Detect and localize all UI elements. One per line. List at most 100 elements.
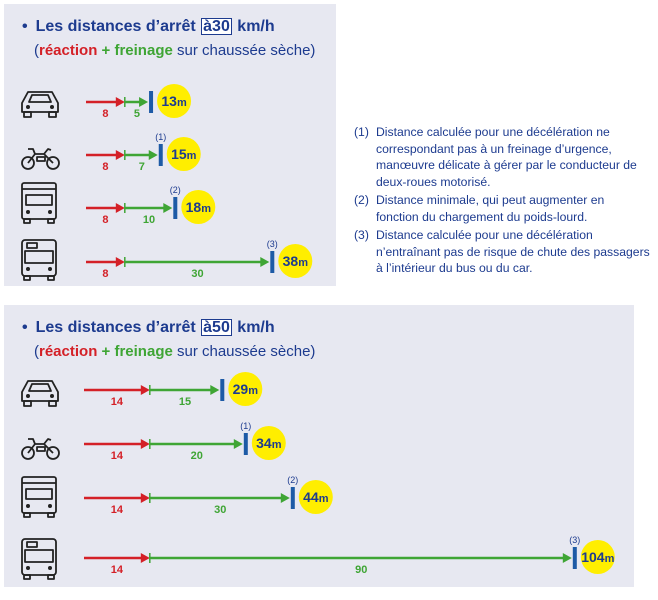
bus-icon <box>21 239 57 281</box>
note-marker: (2) <box>287 475 298 485</box>
row-motorbike: 14 20 (1) 34m <box>21 421 286 462</box>
footnote-number: (2) <box>354 193 369 207</box>
row-car: 14 15 29m <box>21 372 263 408</box>
subtitle-rest: sur chaussée sèche) <box>172 343 316 360</box>
total-value: 104m <box>581 549 614 565</box>
total-value: 29m <box>233 381 259 397</box>
title-prefix: Les distances d’arrêt <box>35 18 196 35</box>
note-marker: (1) <box>240 421 251 431</box>
braking-value: 30 <box>191 268 203 280</box>
plus-word: + <box>97 343 115 360</box>
braking-arrowhead <box>562 553 572 563</box>
panel-subtitle: (réaction + freinage sur chaussée sèche) <box>34 343 315 360</box>
reaction-value: 14 <box>111 504 124 516</box>
car-icon <box>21 91 59 118</box>
truck-icon <box>21 476 57 518</box>
note-marker: (2) <box>170 185 181 195</box>
reaction-arrowhead <box>140 385 150 395</box>
footnote-2: (2) Distance minimale, qui peut augmenter… <box>354 192 650 225</box>
footnote-3: (3) Distance calculée pour une décélérati… <box>354 227 650 277</box>
stop-barrier <box>572 547 577 569</box>
reaction-value: 14 <box>111 396 124 408</box>
reaction-word: réaction <box>39 343 98 360</box>
plus-word: + <box>97 42 115 59</box>
braking-value: 20 <box>191 450 203 462</box>
total-value: 13m <box>161 93 187 109</box>
reaction-value: 8 <box>102 108 108 120</box>
speed-value: 50 <box>212 319 230 336</box>
stop-barrier <box>270 251 275 273</box>
braking-value: 15 <box>179 396 191 408</box>
reaction-value: 8 <box>102 161 108 173</box>
reaction-arrowhead <box>140 439 150 449</box>
reaction-arrowhead <box>115 203 125 213</box>
braking-value: 10 <box>143 214 155 226</box>
footnote-text: Distance calculée pour une décélération … <box>376 228 650 275</box>
truck-icon <box>21 182 57 224</box>
reaction-arrowhead <box>140 493 150 503</box>
row-car: 8 5 13m <box>21 84 192 120</box>
total-value: 15m <box>171 146 197 162</box>
row-truck: 8 10 (2) 18m <box>21 182 216 226</box>
total-value: 34m <box>256 435 282 451</box>
speed-value: 30 <box>212 18 230 35</box>
stop-barrier <box>149 91 154 113</box>
total-bubble <box>157 84 192 118</box>
total-bubble <box>228 372 263 406</box>
total-bubble <box>298 480 333 514</box>
braking-arrowhead <box>163 203 173 213</box>
braking-word: freinage <box>114 343 173 360</box>
footnote-text: Distance minimale, qui peut augmenter en… <box>376 193 605 224</box>
footnote-text: Distance calculée pour une décélération … <box>376 125 637 189</box>
total-bubble <box>251 426 286 460</box>
braking-value: 30 <box>214 504 226 516</box>
speed-a: à <box>203 319 213 336</box>
braking-arrowhead <box>280 493 290 503</box>
footnote-number: (1) <box>354 125 369 139</box>
title-bullet: • <box>22 319 28 336</box>
panel-subtitle: (réaction + freinage sur chaussée sèche) <box>34 42 315 59</box>
total-bubble <box>278 244 313 278</box>
braking-value: 90 <box>355 564 367 576</box>
braking-word: freinage <box>114 42 173 59</box>
reaction-value: 8 <box>102 214 108 226</box>
note-marker: (3) <box>569 535 580 545</box>
panel-30kmh: •Les distances d’arrêt à30 km/h (réactio… <box>4 4 336 286</box>
panel-title: •Les distances d’arrêt à50 km/h <box>22 319 275 337</box>
subtitle-open: ( <box>34 343 39 360</box>
total-bubble <box>181 190 216 224</box>
car-icon <box>21 380 59 407</box>
braking-arrowhead <box>148 150 158 160</box>
reaction-value: 14 <box>111 450 124 462</box>
footnote-number: (3) <box>354 228 369 242</box>
footnotes: (1) Distance calculée pour une décélérati… <box>354 124 650 279</box>
total-value: 38m <box>283 253 309 269</box>
speed-badge: à30 <box>201 18 232 35</box>
total-value: 18m <box>186 199 212 215</box>
subtitle-rest: sur chaussée sèche) <box>172 42 316 59</box>
stop-barrier <box>243 433 248 455</box>
reaction-arrowhead <box>140 553 150 563</box>
motorbike-icon <box>21 438 60 460</box>
stop-barrier <box>290 487 295 509</box>
title-prefix: Les distances d’arrêt <box>35 319 196 336</box>
reaction-arrowhead <box>115 257 125 267</box>
total-value: 44m <box>303 489 329 505</box>
stop-barrier <box>173 197 178 219</box>
reaction-arrowhead <box>115 97 125 107</box>
braking-arrowhead <box>139 97 149 107</box>
braking-arrowhead <box>210 385 220 395</box>
footnote-1: (1) Distance calculée pour une décélérati… <box>354 124 650 190</box>
note-marker: (3) <box>267 239 278 249</box>
reaction-word: réaction <box>39 42 98 59</box>
braking-arrowhead <box>233 439 243 449</box>
speed-badge: à50 <box>201 319 232 336</box>
braking-value: 5 <box>134 108 140 120</box>
stop-barrier <box>220 379 225 401</box>
speed-unit: km/h <box>237 18 275 35</box>
